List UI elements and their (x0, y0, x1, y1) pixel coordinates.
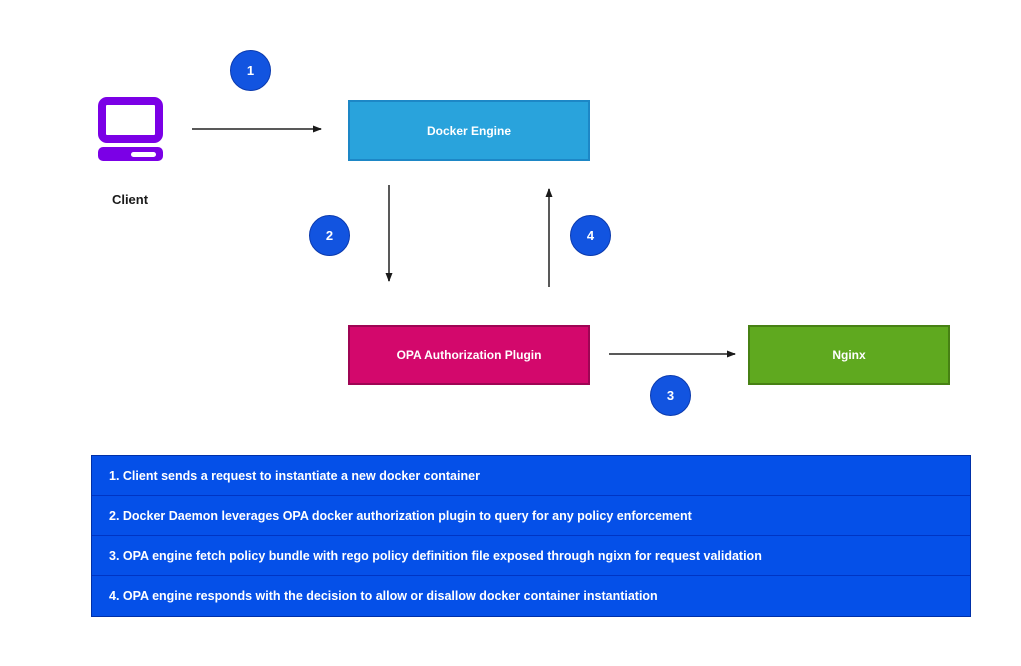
client-label: Client (111, 192, 149, 207)
node-docker-engine: Docker Engine (348, 100, 590, 161)
legend-row-1: 1. Client sends a request to instantiate… (92, 456, 970, 496)
legend-row-2: 2. Docker Daemon leverages OPA docker au… (92, 496, 970, 536)
step-badge-1: 1 (230, 50, 271, 91)
laptop-base-pill (131, 151, 156, 157)
node-nginx: Nginx (748, 325, 950, 385)
legend-row-3: 3. OPA engine fetch policy bundle with r… (92, 536, 970, 576)
laptop-base (98, 147, 163, 161)
step-badge-4: 4 (570, 215, 611, 256)
step-badge-3: 3 (650, 375, 691, 416)
step-badge-2: 2 (309, 215, 350, 256)
node-opa-authorization-plugin: OPA Authorization Plugin (348, 325, 590, 385)
legend-row-4: 4. OPA engine responds with the decision… (109, 589, 658, 603)
legend-table: 1. Client sends a request to instantiate… (91, 455, 971, 617)
client-computer-icon (98, 97, 163, 163)
laptop-screen (98, 97, 163, 143)
